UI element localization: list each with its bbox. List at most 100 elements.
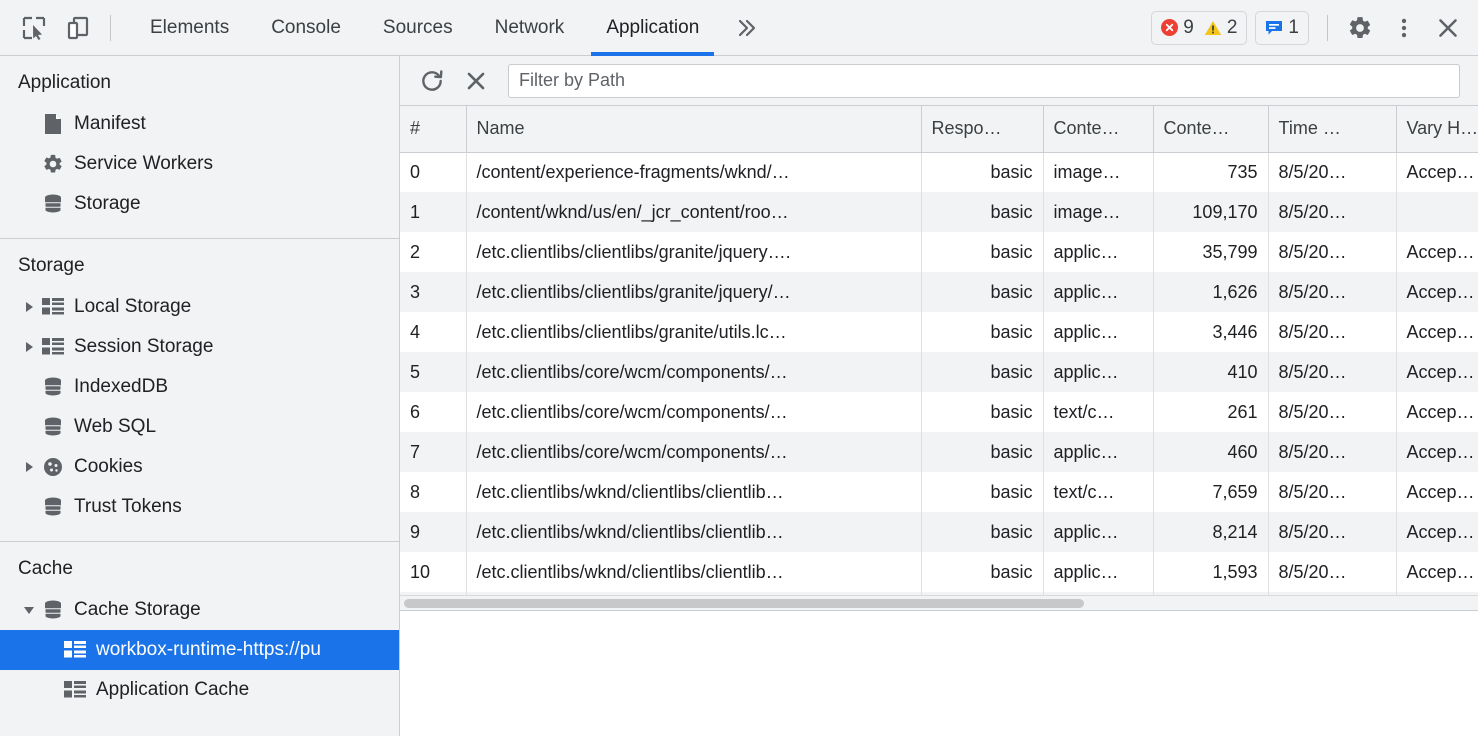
column-header-content-type[interactable]: Conte… [1043, 106, 1154, 153]
chevron-right-icon[interactable] [18, 462, 40, 472]
cache-storage-panel: # Name Respo… Conte… Conte… Time … Vary … [400, 56, 1478, 736]
tab-label: Console [271, 16, 341, 38]
column-header-name[interactable]: Name [466, 106, 922, 153]
warning-count[interactable]: 2 [1204, 18, 1237, 37]
table-row[interactable]: 2 /etc.clientlibs/clientlibs/granite/jqu… [400, 232, 1478, 272]
messages-counter[interactable]: 1 [1255, 10, 1309, 45]
table-header-row: # Name Respo… Conte… Conte… Time … Vary … [400, 106, 1478, 153]
chevron-down-icon[interactable] [18, 606, 40, 614]
cell-response-type: basic [921, 232, 1044, 272]
cell-content-length: 3,446 [1153, 312, 1269, 352]
table-row[interactable]: 10 /etc.clientlibs/wknd/clientlibs/clien… [400, 552, 1478, 592]
sidebar-item-manifest[interactable]: Manifest [0, 104, 399, 144]
cell-time-cached: 8/5/20… [1268, 232, 1397, 272]
tab-console[interactable]: Console [250, 0, 362, 56]
cell-time-cached: 8/5/20… [1268, 432, 1397, 472]
message-count[interactable]: 1 [1265, 18, 1299, 37]
error-count[interactable]: 9 [1161, 18, 1194, 37]
chevron-right-icon[interactable] [18, 302, 40, 312]
cell-response-type: basic [921, 272, 1044, 312]
tab-sources[interactable]: Sources [362, 0, 474, 56]
column-header-vary-header[interactable]: Vary H… [1396, 106, 1478, 153]
table-row[interactable]: 9 /etc.clientlibs/wknd/clientlibs/client… [400, 512, 1478, 552]
sidebar-item-application-cache[interactable]: Application Cache [0, 670, 399, 710]
cell-time-cached: 8/5/20… [1268, 552, 1397, 592]
column-header-time-cached[interactable]: Time … [1268, 106, 1397, 153]
document-icon [40, 113, 66, 135]
toolbar-divider [110, 14, 111, 41]
cell-index: 7 [400, 432, 467, 472]
table-row[interactable]: 8 /etc.clientlibs/wknd/clientlibs/client… [400, 472, 1478, 512]
table-row[interactable]: 6 /etc.clientlibs/core/wcm/components/… … [400, 392, 1478, 432]
database-icon [40, 599, 66, 621]
tab-application[interactable]: Application [585, 0, 720, 56]
cell-name: /etc.clientlibs/core/wcm/components/… [466, 392, 922, 432]
refresh-icon[interactable] [410, 61, 454, 101]
cell-vary-header: Accep… [1406, 521, 1475, 542]
cell-name: /etc.clientlibs/clientlibs/granite/jquer… [466, 272, 922, 312]
sidebar-item-local-storage[interactable]: Local Storage [0, 287, 399, 327]
table-row[interactable]: 3 /etc.clientlibs/clientlibs/granite/jqu… [400, 272, 1478, 312]
table-row[interactable]: 4 /etc.clientlibs/clientlibs/granite/uti… [400, 312, 1478, 352]
cell-time-cached: 8/5/20… [1268, 272, 1397, 312]
cell-content-length: 410 [1153, 352, 1269, 392]
sidebar-group-cache: Cache Cache Storage [0, 541, 399, 710]
tab-label: Sources [382, 16, 453, 38]
column-header-content-length[interactable]: Conte… [1153, 106, 1269, 153]
tab-elements[interactable]: Elements [129, 0, 250, 56]
sidebar-item-service-workers[interactable]: Service Workers [0, 144, 399, 184]
cell-vary-header: Accep… [1406, 361, 1475, 382]
sidebar-item-indexeddb[interactable]: IndexedDB [0, 367, 399, 407]
cell-name: /etc.clientlibs/clientlibs/granite/jquer… [466, 232, 922, 272]
cell-index: 5 [400, 352, 467, 392]
device-toolbar-icon[interactable] [56, 6, 100, 50]
issues-counter[interactable]: 9 2 [1151, 10, 1248, 45]
cell-content-type: applic… [1043, 312, 1154, 352]
sidebar-item-label: Storage [74, 193, 141, 214]
close-icon[interactable] [1426, 6, 1470, 50]
scrollbar-thumb[interactable] [404, 599, 1084, 608]
cell-name: /etc.clientlibs/wknd/clientlibs/clientli… [466, 512, 922, 552]
sidebar-item-label: Session Storage [74, 336, 214, 357]
cookie-icon [40, 456, 66, 478]
column-header-response-type[interactable]: Respo… [921, 106, 1044, 153]
cell-name: /content/experience-fragments/wknd/… [466, 152, 922, 192]
sidebar-item-label: workbox-runtime-https://pu [96, 639, 321, 660]
gear-icon[interactable] [1338, 6, 1382, 50]
application-sidebar[interactable]: Application Manifest [0, 56, 400, 736]
sidebar-item-session-storage[interactable]: Session Storage [0, 327, 399, 367]
sidebar-item-cookies[interactable]: Cookies [0, 447, 399, 487]
cell-response-type: basic [921, 152, 1044, 192]
chevron-right-icon[interactable] [18, 342, 40, 352]
cell-index: 0 [400, 152, 467, 192]
more-tabs-icon[interactable] [720, 0, 774, 56]
sidebar-item-label: Service Workers [74, 153, 214, 174]
error-count-value: 9 [1183, 17, 1194, 38]
sidebar-item-label: Local Storage [74, 296, 192, 317]
gear-icon [40, 153, 66, 175]
filter-input[interactable] [508, 63, 1460, 98]
sidebar-item-storage[interactable]: Storage [0, 184, 399, 224]
clear-entries-icon[interactable] [454, 61, 498, 101]
sidebar-item-trust-tokens[interactable]: Trust Tokens [0, 487, 399, 527]
tab-network[interactable]: Network [474, 0, 586, 56]
database-icon [40, 416, 66, 438]
database-icon [40, 193, 66, 215]
inspect-element-icon[interactable] [12, 6, 56, 50]
table-row[interactable]: 7 /etc.clientlibs/core/wcm/components/… … [400, 432, 1478, 472]
database-icon [40, 376, 66, 398]
cell-name: /content/wknd/us/en/_jcr_content/roo… [466, 192, 922, 232]
warning-icon [1204, 20, 1222, 36]
cell-content-length: 261 [1153, 392, 1269, 432]
column-header-index[interactable]: # [400, 106, 467, 153]
sidebar-item-cache-storage[interactable]: Cache Storage [0, 590, 399, 630]
sidebar-item-web-sql[interactable]: Web SQL [0, 407, 399, 447]
table-row[interactable]: 0 /content/experience-fragments/wknd/… b… [400, 152, 1478, 192]
table-row[interactable]: 1 /content/wknd/us/en/_jcr_content/roo… … [400, 192, 1478, 232]
cache-entries-table-container[interactable]: # Name Respo… Conte… Conte… Time … Vary … [400, 106, 1478, 611]
more-options-icon[interactable] [1382, 6, 1426, 50]
horizontal-scrollbar[interactable] [400, 595, 1478, 610]
table-row[interactable]: 5 /etc.clientlibs/core/wcm/components/… … [400, 352, 1478, 392]
sidebar-item-workbox-runtime-cache[interactable]: workbox-runtime-https://pu [0, 630, 399, 670]
